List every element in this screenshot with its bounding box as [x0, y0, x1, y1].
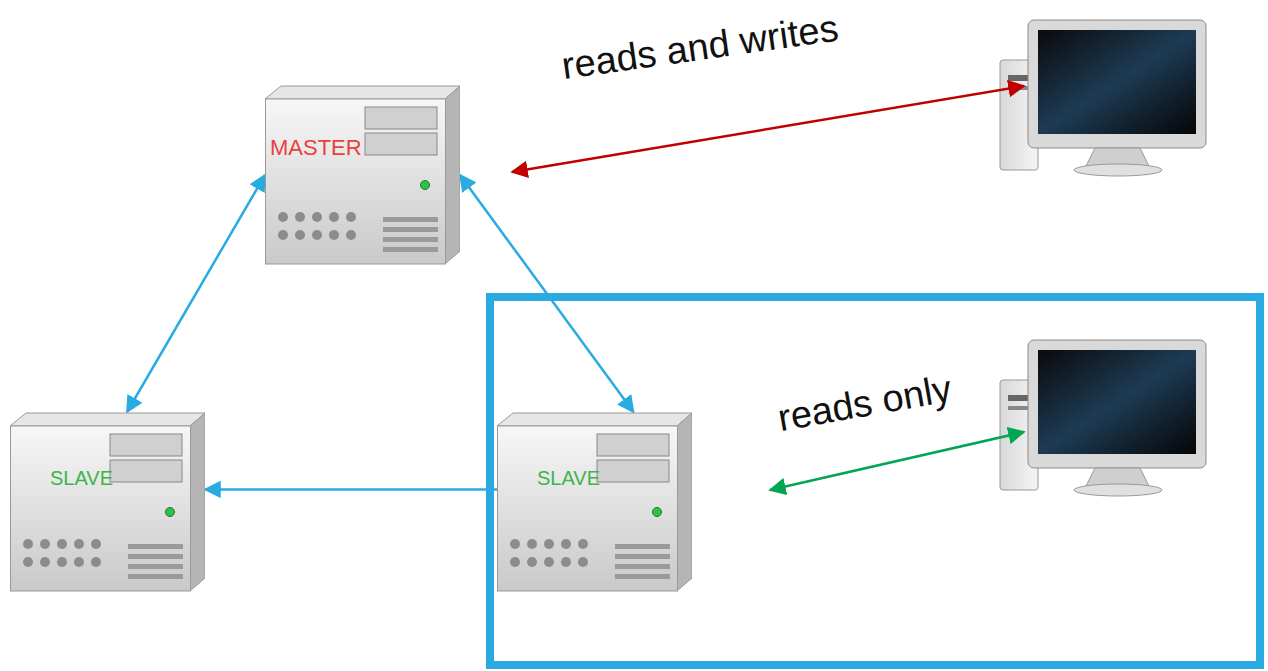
server-node: SLAVE — [10, 412, 205, 592]
replication-arrow — [460, 175, 634, 412]
group-frame — [490, 297, 1260, 665]
server-node: SLAVE — [497, 412, 692, 592]
server-node: MASTER — [265, 85, 460, 265]
server-icon — [10, 412, 205, 592]
server-icon — [265, 85, 460, 265]
access-arrow — [512, 86, 1024, 172]
access-label: reads only — [775, 367, 955, 440]
access-label: reads and writes — [559, 7, 841, 88]
access-arrow — [770, 432, 1024, 490]
replication-arrow — [205, 488, 497, 491]
computer-icon — [1000, 340, 1206, 496]
server-label: SLAVE — [50, 467, 113, 490]
server-label: MASTER — [270, 135, 362, 161]
computer-icon — [1000, 20, 1206, 176]
server-icon — [497, 412, 692, 592]
server-label: SLAVE — [537, 467, 600, 490]
replication-arrow — [127, 175, 265, 412]
